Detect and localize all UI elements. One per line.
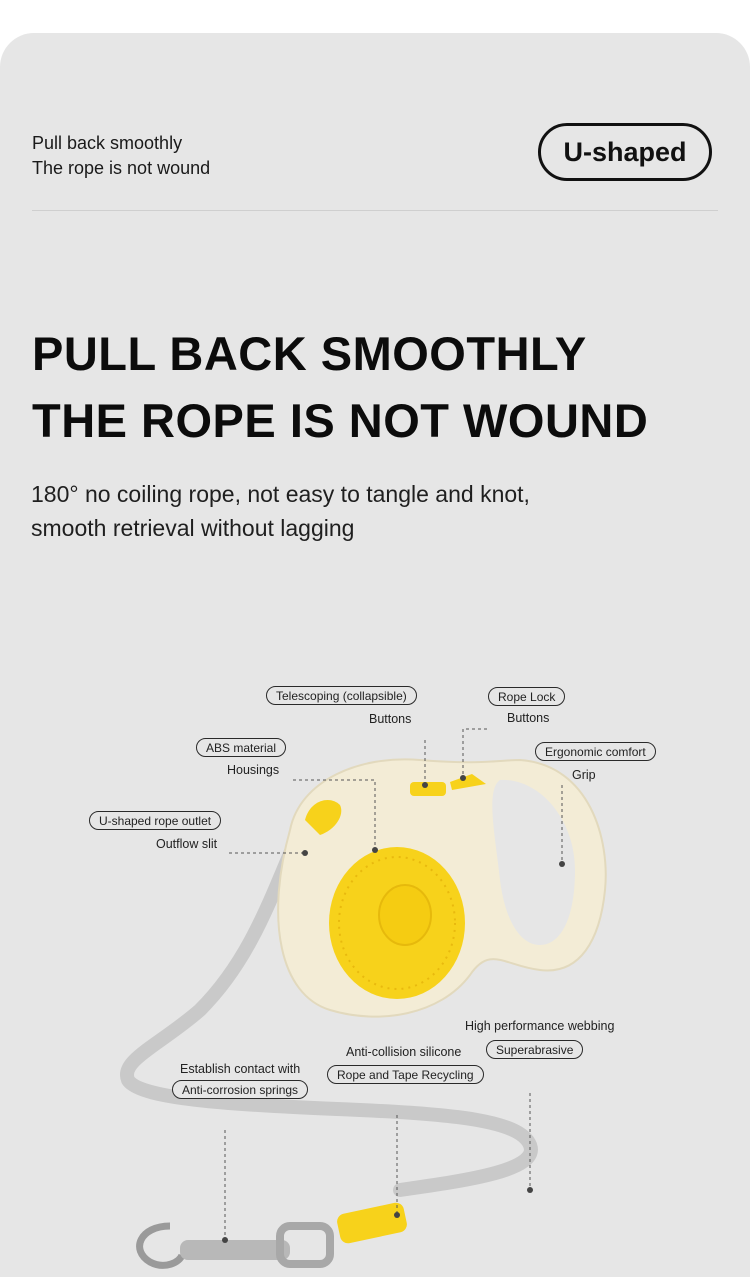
leash-tape [120, 823, 538, 1197]
divider [32, 210, 718, 211]
disc-center [378, 884, 432, 946]
headline-line-1: PULL BACK SMOOTHLY [32, 327, 587, 380]
callout-ergonomic-pill: Ergonomic comfort [535, 742, 656, 761]
callout-springs-sub: Establish contact with [180, 1062, 301, 1076]
callout-outlet-sub: Outflow slit [156, 837, 218, 851]
callout-telescoping-pill: Telescoping (collapsible) [266, 686, 417, 705]
callout-rope-lock-pill: Rope Lock [488, 687, 566, 706]
callout-outlet-pill: U-shaped rope outlet [89, 811, 222, 830]
callout-silicone-pill: Rope and Tape Recycling [327, 1065, 484, 1084]
tag-line-2: The rope is not wound [32, 158, 211, 178]
callout-ergonomic-sub: Grip [572, 768, 596, 782]
callout-telescoping-sub: Buttons [369, 712, 412, 726]
tape-connector [337, 1202, 407, 1244]
callout-leaders [224, 728, 563, 1240]
retractable-leash-illustration [120, 728, 607, 1269]
handle-grip-opening [492, 779, 575, 945]
callout-webbing-pill: Superabrasive [486, 1040, 584, 1059]
headline-line-2: THE ROPE IS NOT WOUND [32, 394, 649, 447]
snap-hook [136, 1222, 186, 1269]
telescoping-button [410, 782, 446, 796]
callout-dots [222, 775, 565, 1243]
tag-line-1: Pull back smoothly [32, 133, 183, 153]
clip-body [180, 1240, 290, 1260]
disc-dots [338, 856, 456, 990]
clip-ring [276, 1222, 334, 1268]
callout-springs-pill: Anti-corrosion springs [172, 1080, 309, 1099]
description-line-2: smooth retrieval without lagging [31, 515, 355, 541]
callout-silicone-sub: Anti-collision silicone [346, 1045, 462, 1059]
content-card: Pull back smoothly The rope is not wound… [0, 33, 750, 1277]
u-shaped-badge: U-shaped [538, 123, 712, 181]
lock-button [450, 774, 486, 790]
rope-outlet [305, 800, 342, 835]
callout-rope-lock-sub: Buttons [507, 711, 550, 725]
description-line-1: 180° no coiling rope, not easy to tangle… [31, 481, 530, 507]
callout-abs-sub: Housings [227, 763, 280, 777]
callout-webbing-sub: High performance webbing [465, 1019, 615, 1033]
callout-abs-pill: ABS material [196, 738, 287, 757]
